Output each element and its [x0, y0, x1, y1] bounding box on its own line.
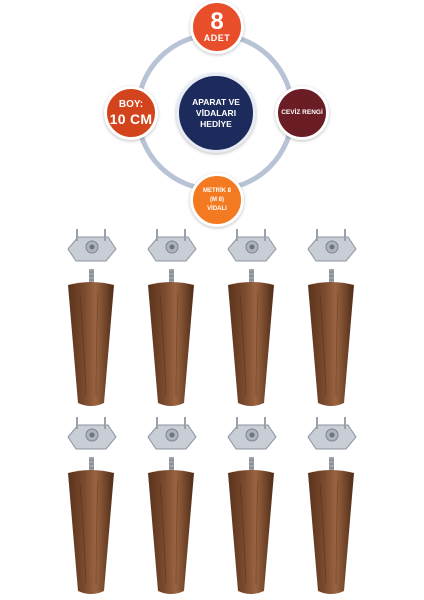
furniture-leg	[218, 225, 278, 411]
furniture-leg	[138, 225, 198, 411]
color-label: CEVİZ RENGİ	[281, 109, 323, 116]
quantity-unit: ADET	[203, 32, 231, 43]
leg-illustration	[67, 417, 117, 594]
furniture-leg	[58, 225, 118, 411]
leg-illustration	[227, 417, 277, 594]
leg-illustration	[227, 229, 277, 406]
leg-illustration	[147, 417, 197, 594]
screw-badge: METRİK 8 (M 8) VİDALI	[190, 173, 244, 227]
leg-illustration	[307, 417, 357, 594]
quantity-number: 8	[210, 7, 224, 35]
screw-line-3: VİDALI	[207, 205, 227, 212]
gift-line-2: VİDALARI	[195, 107, 237, 118]
height-value: 10 CM	[109, 111, 153, 127]
leg-illustration	[147, 229, 197, 406]
leg-illustration	[67, 229, 117, 406]
furniture-leg	[298, 413, 358, 599]
height-label: BOY:	[118, 99, 144, 110]
furniture-leg	[218, 413, 278, 599]
gift-hardware-badge: APARAT VE VİDALARI HEDİYE	[176, 73, 256, 153]
screw-line-1: METRİK 8	[202, 187, 231, 194]
furniture-leg	[298, 225, 358, 411]
furniture-legs-grid	[0, 225, 424, 600]
leg-illustration	[307, 229, 357, 406]
color-badge: CEVİZ RENGİ	[275, 86, 329, 140]
furniture-leg	[138, 413, 198, 599]
furniture-leg	[58, 413, 118, 599]
gift-line-1: APARAT VE	[192, 96, 240, 107]
gift-line-3: HEDİYE	[200, 118, 232, 129]
height-badge: BOY: 10 CM	[104, 86, 158, 140]
screw-line-2: (M 8)	[210, 196, 224, 203]
feature-infographic: 8 ADET BOY: 10 CM APARAT VE VİDALARI HED…	[0, 0, 424, 227]
quantity-badge: 8 ADET	[190, 0, 244, 54]
